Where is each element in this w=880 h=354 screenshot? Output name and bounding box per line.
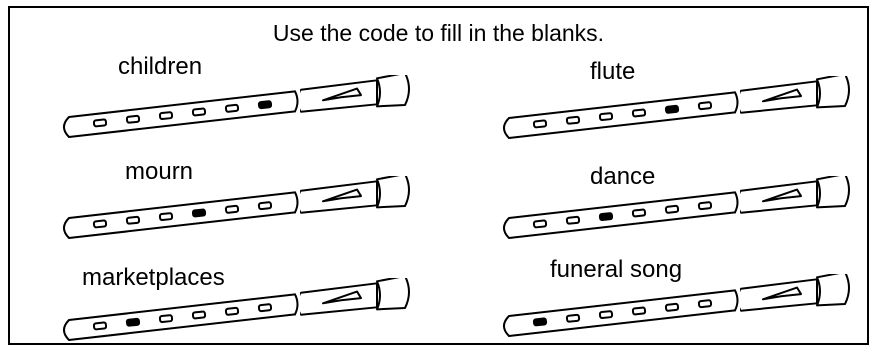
flute-mouthpiece [377,176,409,207]
hole-6 [699,202,712,209]
flute-joint [295,294,298,314]
filled-hole-4 [193,209,206,216]
hole-5 [666,304,679,311]
hole-1 [94,220,107,227]
flute-joint [735,92,738,112]
flute-icon-funeral-song [495,274,855,340]
hole-2 [567,217,580,224]
hole-2 [127,116,140,123]
flute-icon-flute [495,76,855,142]
hole-3 [160,213,173,220]
filled-hole-6 [259,101,272,108]
filled-hole-2 [127,319,140,326]
flute-joint [295,192,298,212]
hole-5 [666,206,679,213]
hole-1 [94,119,107,126]
flute-icon-dance [495,176,855,242]
flute-body [64,192,295,238]
flute-mouthpiece [377,278,409,309]
hole-6 [699,300,712,307]
flute-body [64,91,295,137]
flute-mouthpiece [377,75,409,106]
flute-joint [735,290,738,310]
worksheet-frame: Use the code to fill in the blanks. chil… [8,6,869,345]
flute-mouthpiece [817,76,849,107]
flute-icon-mourn [55,176,415,242]
hole-6 [699,102,712,109]
hole-3 [600,311,613,318]
flute-body [504,290,735,336]
hole-4 [193,108,206,115]
hole-4 [633,109,646,116]
flute-mouthpiece [817,176,849,207]
hole-5 [226,105,239,112]
flute-mouthpiece [817,274,849,305]
hole-5 [226,206,239,213]
instruction-text: Use the code to fill in the blanks. [10,20,867,47]
hole-5 [226,308,239,315]
filled-hole-3 [600,213,613,220]
hole-1 [534,120,547,127]
hole-6 [259,202,272,209]
flute-icon-marketplaces [55,278,415,344]
flute-icon-children [55,75,415,141]
hole-2 [567,117,580,124]
hole-1 [534,220,547,227]
hole-1 [94,322,107,329]
hole-2 [567,315,580,322]
hole-4 [193,311,206,318]
hole-6 [259,304,272,311]
flute-body [504,192,735,238]
filled-hole-5 [666,106,679,113]
filled-hole-1 [534,318,547,325]
flute-joint [295,91,298,111]
flute-body [504,92,735,138]
hole-3 [160,112,173,119]
flute-joint [735,192,738,212]
flute-body [64,294,295,340]
hole-3 [160,315,173,322]
hole-3 [600,113,613,120]
hole-4 [633,209,646,216]
hole-4 [633,307,646,314]
hole-2 [127,217,140,224]
